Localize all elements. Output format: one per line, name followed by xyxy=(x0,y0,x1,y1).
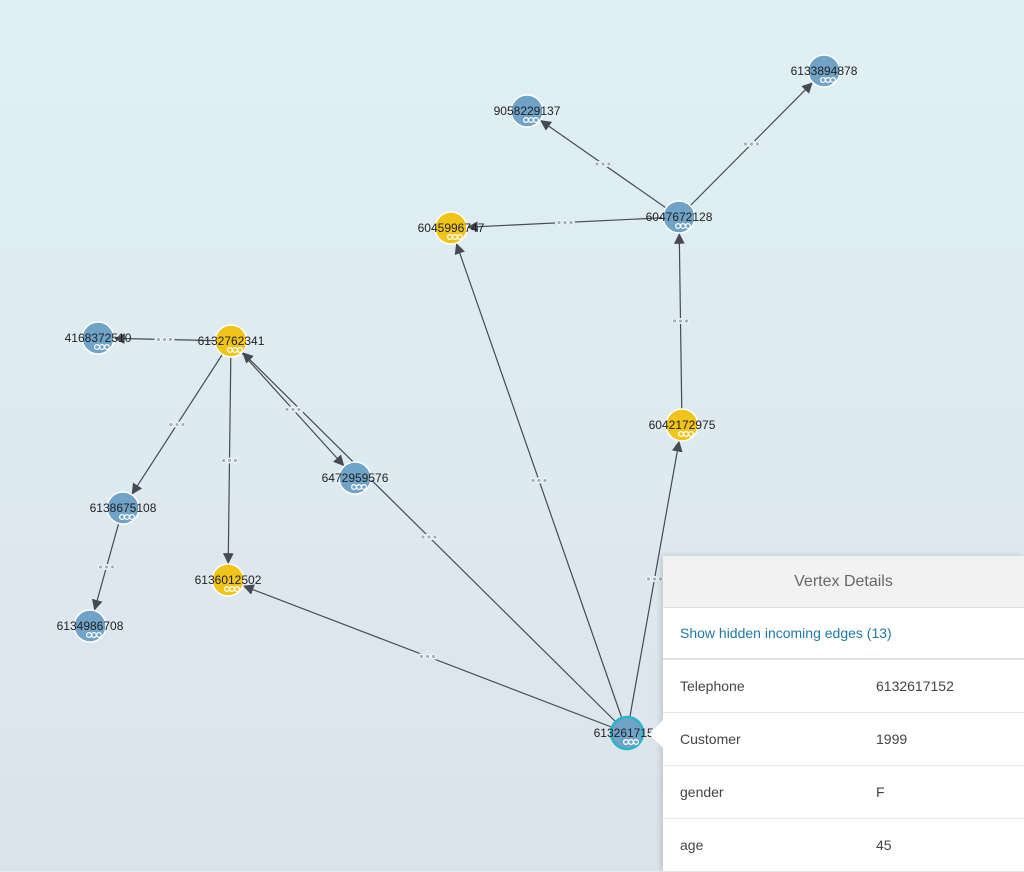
edge[interactable] xyxy=(131,340,232,495)
edge-label-dots[interactable] xyxy=(96,564,117,570)
edge[interactable] xyxy=(454,242,628,734)
vertex-label: 9058229137 xyxy=(494,104,561,118)
vertex[interactable]: 9058229137 xyxy=(494,94,561,128)
panel-title: Vertex Details xyxy=(663,556,1024,608)
vertex-menu-icon[interactable] xyxy=(85,631,103,639)
vertex-label: 6042172975 xyxy=(649,418,716,432)
vertex-label: 6045996747 xyxy=(418,221,485,235)
edge[interactable] xyxy=(92,507,124,611)
detail-value: 6132617152 xyxy=(876,678,954,694)
detail-value: F xyxy=(876,784,885,800)
vertex-details-panel: Vertex Details Show hidden incoming edge… xyxy=(649,556,1024,872)
vertex-menu-icon[interactable] xyxy=(674,222,692,230)
vertex-label: 6133894878 xyxy=(791,64,858,78)
edge-label-dots[interactable] xyxy=(593,161,613,167)
edge[interactable] xyxy=(230,340,345,467)
vertex-label: 6136012502 xyxy=(195,573,262,587)
detail-row: Customer 1999 xyxy=(663,713,1024,766)
vertex[interactable]: 6042172975 xyxy=(649,408,716,442)
edge-label-dots[interactable] xyxy=(219,457,240,464)
edge[interactable] xyxy=(626,440,683,734)
vertex-label: 6132762341 xyxy=(198,334,265,348)
vertex-label: 4168372510 xyxy=(65,331,132,345)
edge[interactable] xyxy=(241,351,628,734)
detail-row: Telephone 6132617152 xyxy=(663,660,1024,713)
vertex-label: 6047672128 xyxy=(646,210,713,224)
edge-label-dots[interactable] xyxy=(167,421,187,428)
vertex-menu-icon[interactable] xyxy=(93,343,111,351)
edge-label-dots[interactable] xyxy=(283,406,303,413)
edge[interactable] xyxy=(222,340,234,565)
vertex[interactable]: 6472959576 xyxy=(322,461,389,495)
detail-row: age 45 xyxy=(663,819,1024,872)
edge-label-dots[interactable] xyxy=(417,653,438,660)
vertex[interactable]: 6136012502 xyxy=(195,563,262,597)
detail-key: Customer xyxy=(680,731,741,747)
vertex-menu-icon[interactable] xyxy=(350,483,368,491)
vertex[interactable]: 6133894878 xyxy=(791,54,858,88)
vertex-menu-icon[interactable] xyxy=(819,76,837,84)
detail-key: age xyxy=(680,837,704,853)
vertex-label: 6132617152 xyxy=(594,726,661,740)
edge-label-dots[interactable] xyxy=(644,576,665,582)
vertex[interactable]: 6047672128 xyxy=(646,200,713,234)
vertex-menu-icon[interactable] xyxy=(677,430,695,438)
detail-key: Telephone xyxy=(680,678,745,694)
edge[interactable] xyxy=(678,81,814,218)
vertex[interactable]: 6138675108 xyxy=(90,491,157,525)
detail-key: gender xyxy=(680,784,724,800)
edge[interactable] xyxy=(673,232,685,426)
vertex[interactable]: 6045996747 xyxy=(418,211,485,245)
show-hidden-edges-link[interactable]: Show hidden incoming edges (13) xyxy=(663,608,1024,660)
edge-label-dots[interactable] xyxy=(741,141,762,147)
vertex-menu-icon[interactable] xyxy=(223,585,241,593)
vertex[interactable]: 4168372510 xyxy=(65,321,132,355)
vertex-label: 6138675108 xyxy=(90,501,157,515)
edge-label-dots[interactable] xyxy=(555,219,575,226)
vertex[interactable]: 6132762341 xyxy=(198,324,265,358)
vertex-menu-icon[interactable] xyxy=(446,233,464,241)
detail-value: 45 xyxy=(876,837,892,853)
vertex[interactable]: 6134986708 xyxy=(57,609,124,643)
edge-label-dots[interactable] xyxy=(529,477,549,484)
vertex-selected[interactable]: 6132617152 xyxy=(594,715,661,751)
vertex-menu-icon[interactable] xyxy=(622,738,640,746)
vertex-menu-icon[interactable] xyxy=(522,116,540,124)
detail-value: 1999 xyxy=(876,731,908,747)
edge-label-dots[interactable] xyxy=(154,336,175,343)
detail-row: gender F xyxy=(663,766,1024,819)
vertex-menu-icon[interactable] xyxy=(118,513,136,521)
vertex-label: 6134986708 xyxy=(57,619,124,633)
edge-label-dots[interactable] xyxy=(670,318,691,324)
vertex-label: 6472959576 xyxy=(322,471,389,485)
vertex-menu-icon[interactable] xyxy=(226,346,244,354)
edge[interactable] xyxy=(539,119,680,218)
edge-label-dots[interactable] xyxy=(419,534,439,540)
